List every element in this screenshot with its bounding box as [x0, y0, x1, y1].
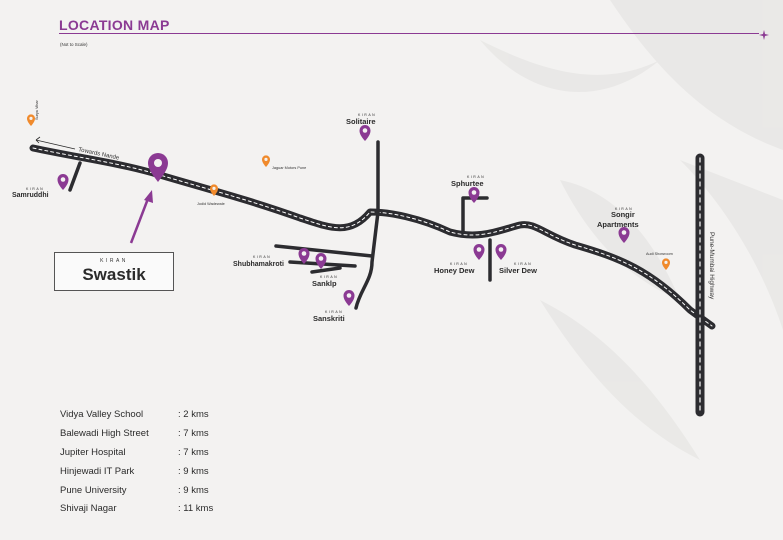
distance-list: Vidya Valley School : 2 kms Balewadi Hig… — [60, 409, 213, 522]
pin-solitaire[interactable] — [359, 125, 371, 141]
distance-place: Shivaji Nagar — [60, 503, 117, 515]
label-sankalp: Sanklp — [312, 279, 337, 288]
svg-text:KIRAN: KIRAN — [253, 255, 271, 259]
svg-text:KIRAN: KIRAN — [450, 262, 468, 266]
label-audi: Audi Showroom — [646, 252, 673, 256]
label-shubhamakroti: Shubhamakroti — [233, 261, 284, 268]
svg-text:KIRAN: KIRAN — [26, 187, 44, 191]
pin-jaypee[interactable] — [262, 155, 270, 167]
label-sanskriti: Sanskriti — [313, 314, 345, 323]
label-songir-1: Songir — [611, 210, 635, 219]
featured-project-box: KIRAN Swastik — [54, 252, 174, 291]
pin-sanskriti[interactable] — [343, 290, 355, 306]
scale-note: (Not to Scale) — [60, 42, 88, 47]
list-item: Pune University : 9 kms — [60, 485, 213, 504]
list-item: Balewadi High Street : 7 kms — [60, 428, 213, 447]
svg-text:KIRAN: KIRAN — [467, 175, 485, 179]
pin-samruddhi[interactable] — [57, 174, 69, 190]
label-silver-dew: Silver Dew — [499, 266, 537, 275]
label-jaypee: Jaguar Motors Pune — [272, 166, 306, 170]
label-sphurtee: Sphurtee — [451, 179, 484, 188]
featured-brand: KIRAN — [100, 258, 128, 264]
list-item: Hinjewadi IT Park : 9 kms — [60, 466, 213, 485]
label-jadhav: Jodid Wadewale — [197, 202, 225, 206]
distance-place: Pune University — [60, 484, 127, 496]
pin-sphurtee[interactable] — [468, 187, 480, 203]
pin-songir[interactable] — [618, 227, 630, 243]
road-south — [354, 210, 380, 310]
distance-place: Vidya Valley School — [60, 409, 144, 420]
distance-value: : 7 kms — [178, 427, 209, 439]
road-samruddhi — [68, 161, 82, 192]
svg-text:KIRAN: KIRAN — [358, 113, 376, 117]
highway-label: Pune-Mumbai Highway — [708, 232, 715, 300]
main-road — [29, 144, 716, 330]
label-samruddhi: Samruddhi — [12, 192, 49, 199]
label-songir-2: Apartments — [597, 220, 639, 229]
distance-place: Balewadi High Street — [60, 427, 149, 439]
pin-surya-vihar[interactable] — [27, 114, 35, 126]
pin-honey-dew[interactable] — [473, 244, 485, 260]
label-honey-dew: Honey Dew — [434, 266, 475, 275]
road-shubha-3 — [310, 266, 342, 274]
list-item: Vidya Valley School : 2 kms — [60, 409, 213, 428]
list-item: Jupiter Hospital : 7 kms — [60, 447, 213, 466]
distance-value: : 7 kms — [178, 446, 209, 458]
svg-text:KIRAN: KIRAN — [514, 262, 532, 266]
swastik-pin[interactable] — [148, 153, 168, 182]
distance-place: Jupiter Hospital — [60, 446, 126, 458]
sparkle-icon — [759, 30, 769, 40]
swastik-pointer-arrow — [129, 190, 153, 244]
svg-text:KIRAN: KIRAN — [615, 207, 633, 211]
list-item: Shivaji Nagar : 11 kms — [60, 503, 213, 522]
pin-audi[interactable] — [662, 258, 670, 270]
distance-value: : 9 kms — [178, 465, 209, 477]
page-title: LOCATION MAP — [59, 17, 170, 33]
road-sphurtee — [461, 196, 489, 234]
distance-place: Hinjewadi IT Park — [60, 465, 135, 477]
svg-text:KIRAN: KIRAN — [325, 310, 343, 314]
header-divider — [59, 33, 759, 34]
distance-value: : 11 kms — [178, 503, 214, 515]
distance-value: : 9 kms — [178, 484, 209, 496]
label-solitaire: Solitaire — [346, 117, 376, 126]
distance-value: : 2 kms — [178, 409, 209, 420]
pin-silver-dew[interactable] — [495, 244, 507, 260]
label-surya-vihar: Surya Vihar — [35, 99, 39, 120]
featured-name: Swastik — [82, 265, 146, 284]
pin-sankalp[interactable] — [315, 253, 327, 269]
svg-text:KIRAN: KIRAN — [320, 275, 338, 279]
road-shubha-1 — [274, 244, 374, 258]
